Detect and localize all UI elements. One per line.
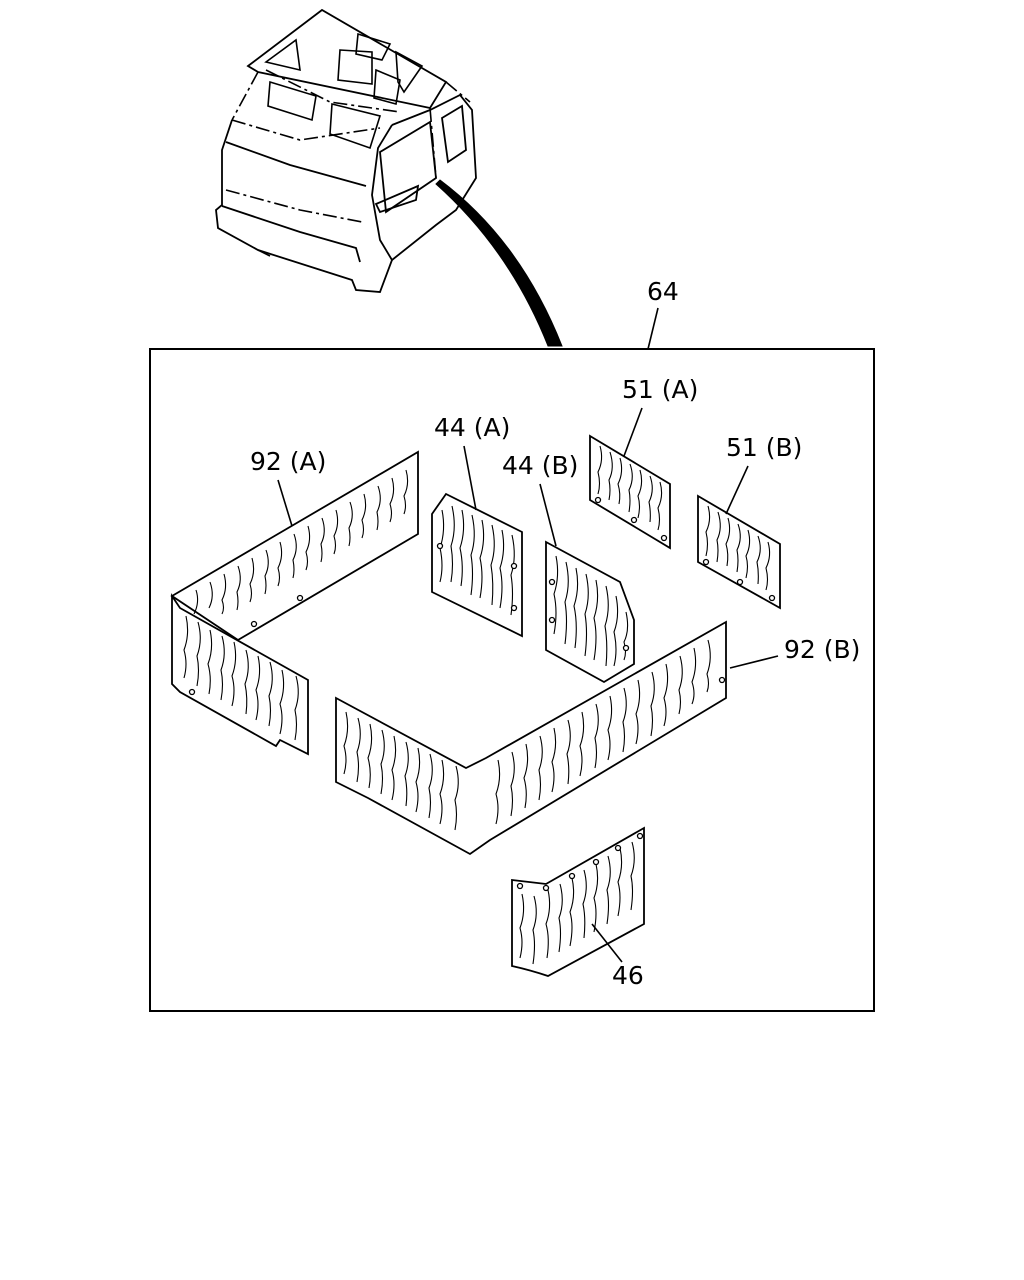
label-44b: 44 (B) [502, 451, 578, 480]
assembly-frame [149, 348, 875, 1012]
leader-51a [623, 407, 643, 457]
insulator-44a [431, 492, 523, 638]
label-51a: 51 (A) [622, 375, 698, 404]
insulator-51b [697, 494, 781, 610]
label-64: 64 [647, 277, 679, 306]
label-46: 46 [612, 961, 644, 990]
label-44a: 44 (A) [434, 413, 510, 442]
leader-92b [729, 655, 779, 669]
label-92a: 92 (A) [250, 447, 326, 476]
insulator-46 [511, 826, 645, 977]
leader-92a [277, 479, 293, 527]
leader-44a [463, 445, 477, 511]
assembly-leader [647, 307, 659, 350]
insulator-44b [545, 540, 635, 684]
insulator-51a [589, 434, 671, 550]
leader-46 [591, 923, 623, 963]
label-51b: 51 (B) [726, 433, 802, 462]
truck-cab-illustration [215, 8, 477, 293]
insulator-92b [335, 620, 727, 856]
callout-wedge [435, 179, 563, 347]
leader-51b [725, 465, 749, 515]
label-92b: 92 (B) [784, 635, 860, 664]
leader-44b [539, 483, 557, 547]
insulator-92a [170, 450, 419, 756]
